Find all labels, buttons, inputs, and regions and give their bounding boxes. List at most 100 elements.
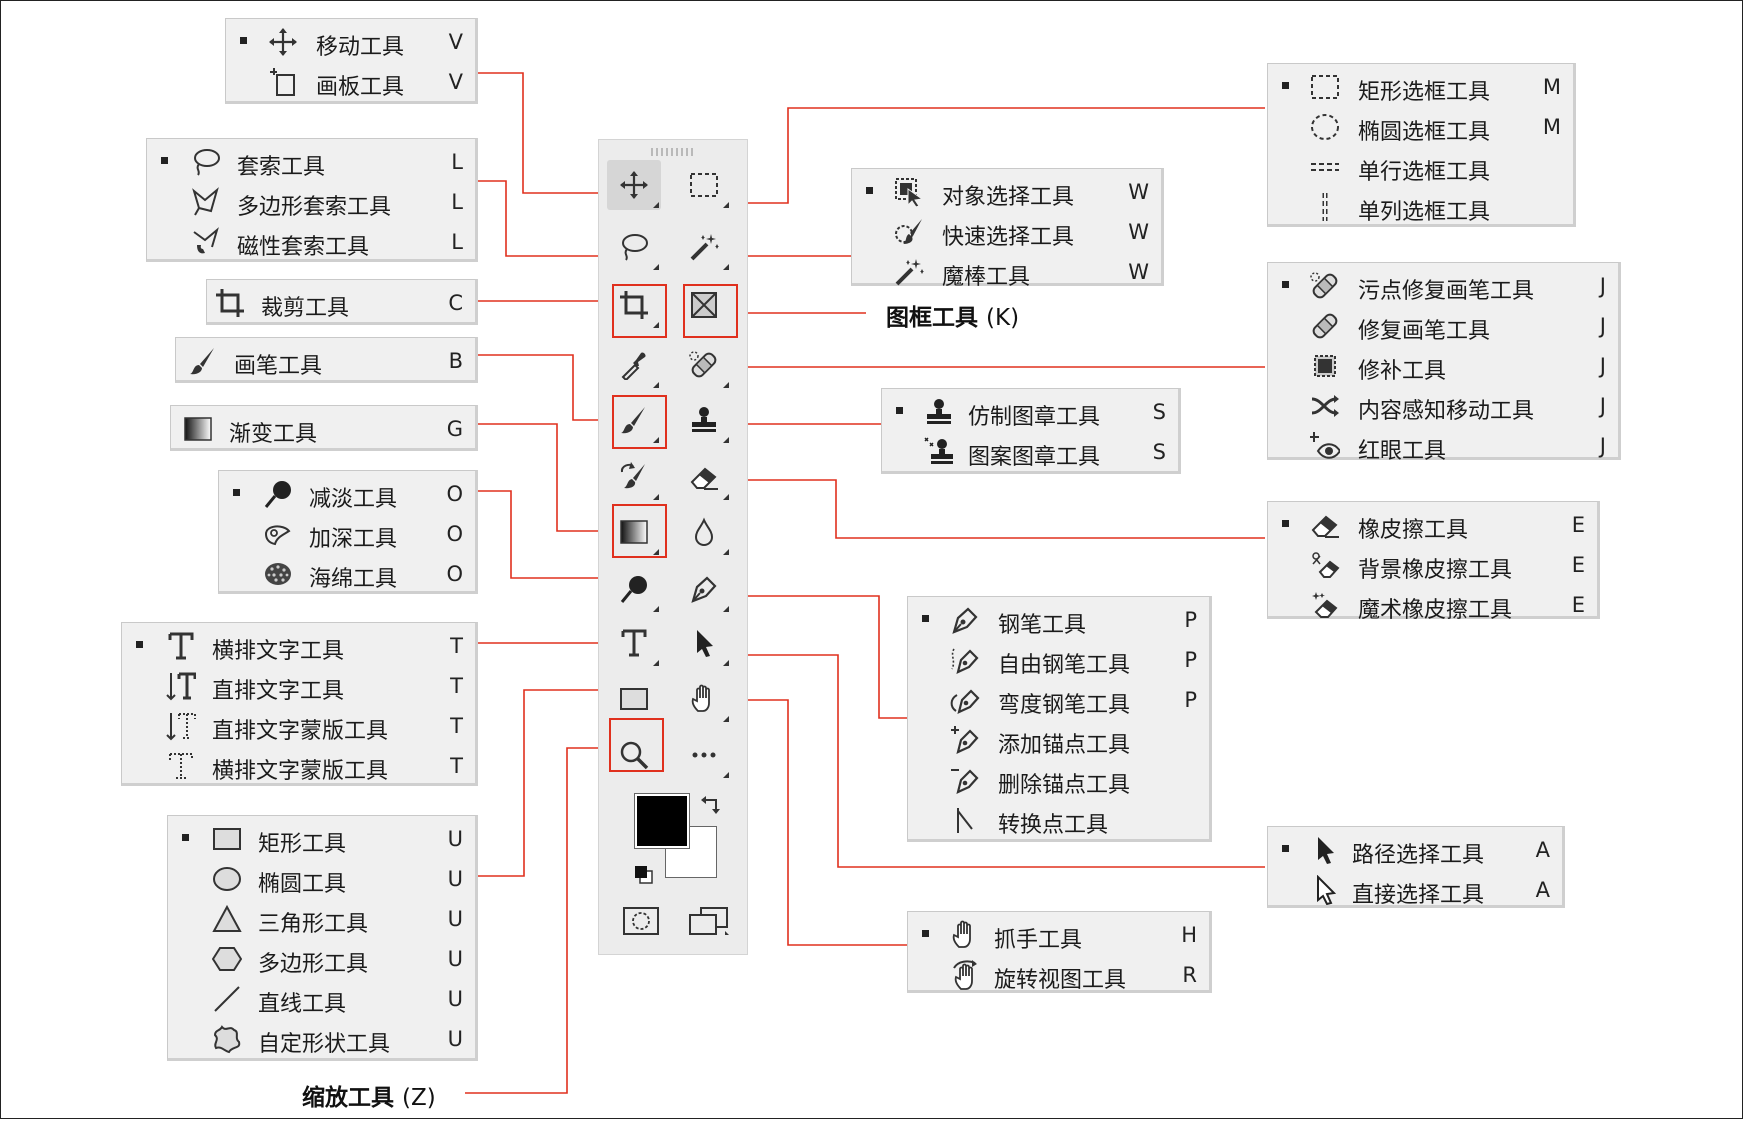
shortcut-key: O xyxy=(446,522,463,546)
toolbar-eyedropper-button[interactable] xyxy=(607,340,661,390)
toolbar-rect-marquee-button[interactable] xyxy=(677,160,731,210)
default-colors-icon[interactable] xyxy=(633,864,655,886)
menu-item-delete-anchor[interactable]: 删除锚点工具 xyxy=(908,760,1209,800)
flyout-indicator xyxy=(723,716,729,722)
toolbar-rectangle-button[interactable] xyxy=(607,674,661,724)
shortcut-key: U xyxy=(447,1027,463,1051)
toolbar-crop-button[interactable] xyxy=(607,280,661,330)
toolbar-history-brush-button[interactable] xyxy=(607,452,661,502)
toolbar-magic-wand-button[interactable] xyxy=(677,222,731,272)
menu-item-add-anchor[interactable]: 添加锚点工具 xyxy=(908,720,1209,760)
toolbar-clone-stamp-button[interactable] xyxy=(677,395,731,445)
toolbar-type-button[interactable] xyxy=(607,618,661,668)
toolbar-hand-button[interactable] xyxy=(677,674,731,724)
toolbar-gradient-button[interactable] xyxy=(607,507,661,557)
shortcut-key: L xyxy=(451,190,463,214)
toolbar-lasso-button[interactable] xyxy=(607,222,661,272)
magic-eraser-icon xyxy=(1310,590,1340,620)
menu-item-single-row-marquee[interactable]: 单行选框工具 xyxy=(1268,147,1573,187)
menu-item-single-column-marquee[interactable]: 单列选框工具 xyxy=(1268,187,1573,227)
active-bullet xyxy=(866,187,873,194)
toolbar-dodge-button[interactable] xyxy=(607,564,661,614)
swap-colors-icon[interactable] xyxy=(699,792,723,816)
gradient-icon xyxy=(183,414,213,444)
quick-mask-icon[interactable] xyxy=(621,905,661,937)
menu-item-convert-point[interactable]: 转换点工具 xyxy=(908,800,1209,840)
eraser-icon xyxy=(1310,510,1340,540)
shortcut-key: W xyxy=(1128,260,1149,284)
artboard-icon xyxy=(268,67,298,97)
toolbar-path-select-button[interactable] xyxy=(677,618,731,668)
menu-item-label: 仿制图章工具 xyxy=(968,405,1101,430)
toolbar-eraser-button[interactable] xyxy=(677,452,731,502)
foreground-color-swatch[interactable] xyxy=(634,793,690,849)
toolbar-spot-healing-button[interactable] xyxy=(677,340,731,390)
screen-mode-icon[interactable] xyxy=(687,905,731,937)
menu-item-label: 内容感知移动工具 xyxy=(1358,399,1535,424)
menu-item-label: 移动工具 xyxy=(316,35,405,60)
type-mask-icon xyxy=(166,751,196,781)
add-anchor-icon xyxy=(950,725,980,755)
toolbar-zoom-button[interactable] xyxy=(607,730,661,780)
toolbar-pen-button[interactable] xyxy=(677,564,731,614)
toolbar-move-button[interactable] xyxy=(607,160,661,210)
toolbar-frame-button[interactable] xyxy=(677,280,731,330)
crop-icon xyxy=(215,288,245,318)
type-icon xyxy=(166,631,196,661)
pen-icon xyxy=(950,605,980,635)
toolbar-brush-button[interactable] xyxy=(607,395,661,445)
shortcut-key: L xyxy=(451,230,463,254)
toolbar-more-button[interactable] xyxy=(677,730,731,780)
toolbar-grip[interactable] xyxy=(651,148,693,156)
toolbar-blur-button[interactable] xyxy=(677,507,731,557)
shortcut-key: R xyxy=(1182,963,1197,987)
